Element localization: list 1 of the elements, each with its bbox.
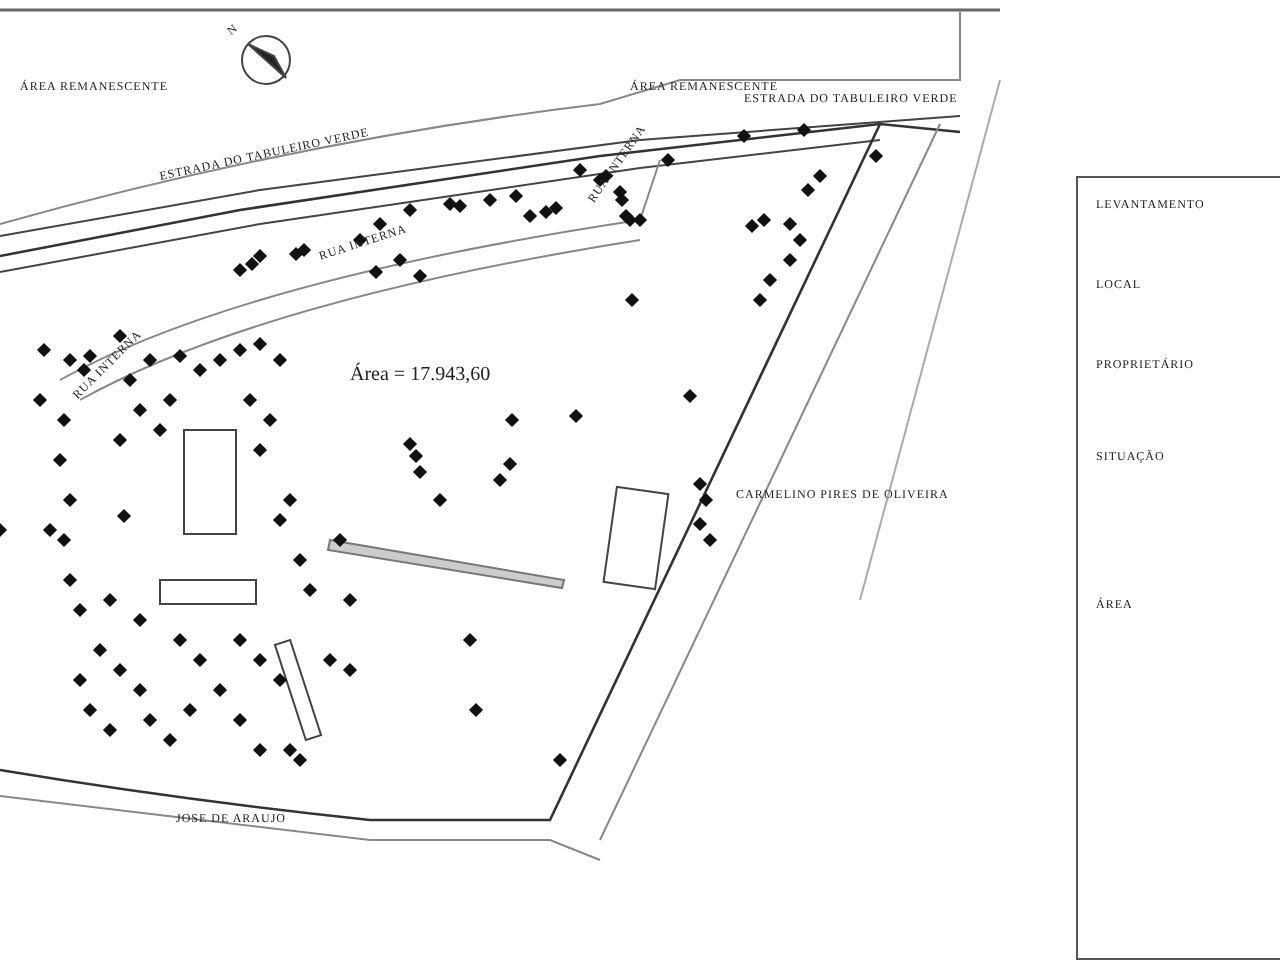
area-value-text: Área = 17.943,60 xyxy=(350,366,491,386)
